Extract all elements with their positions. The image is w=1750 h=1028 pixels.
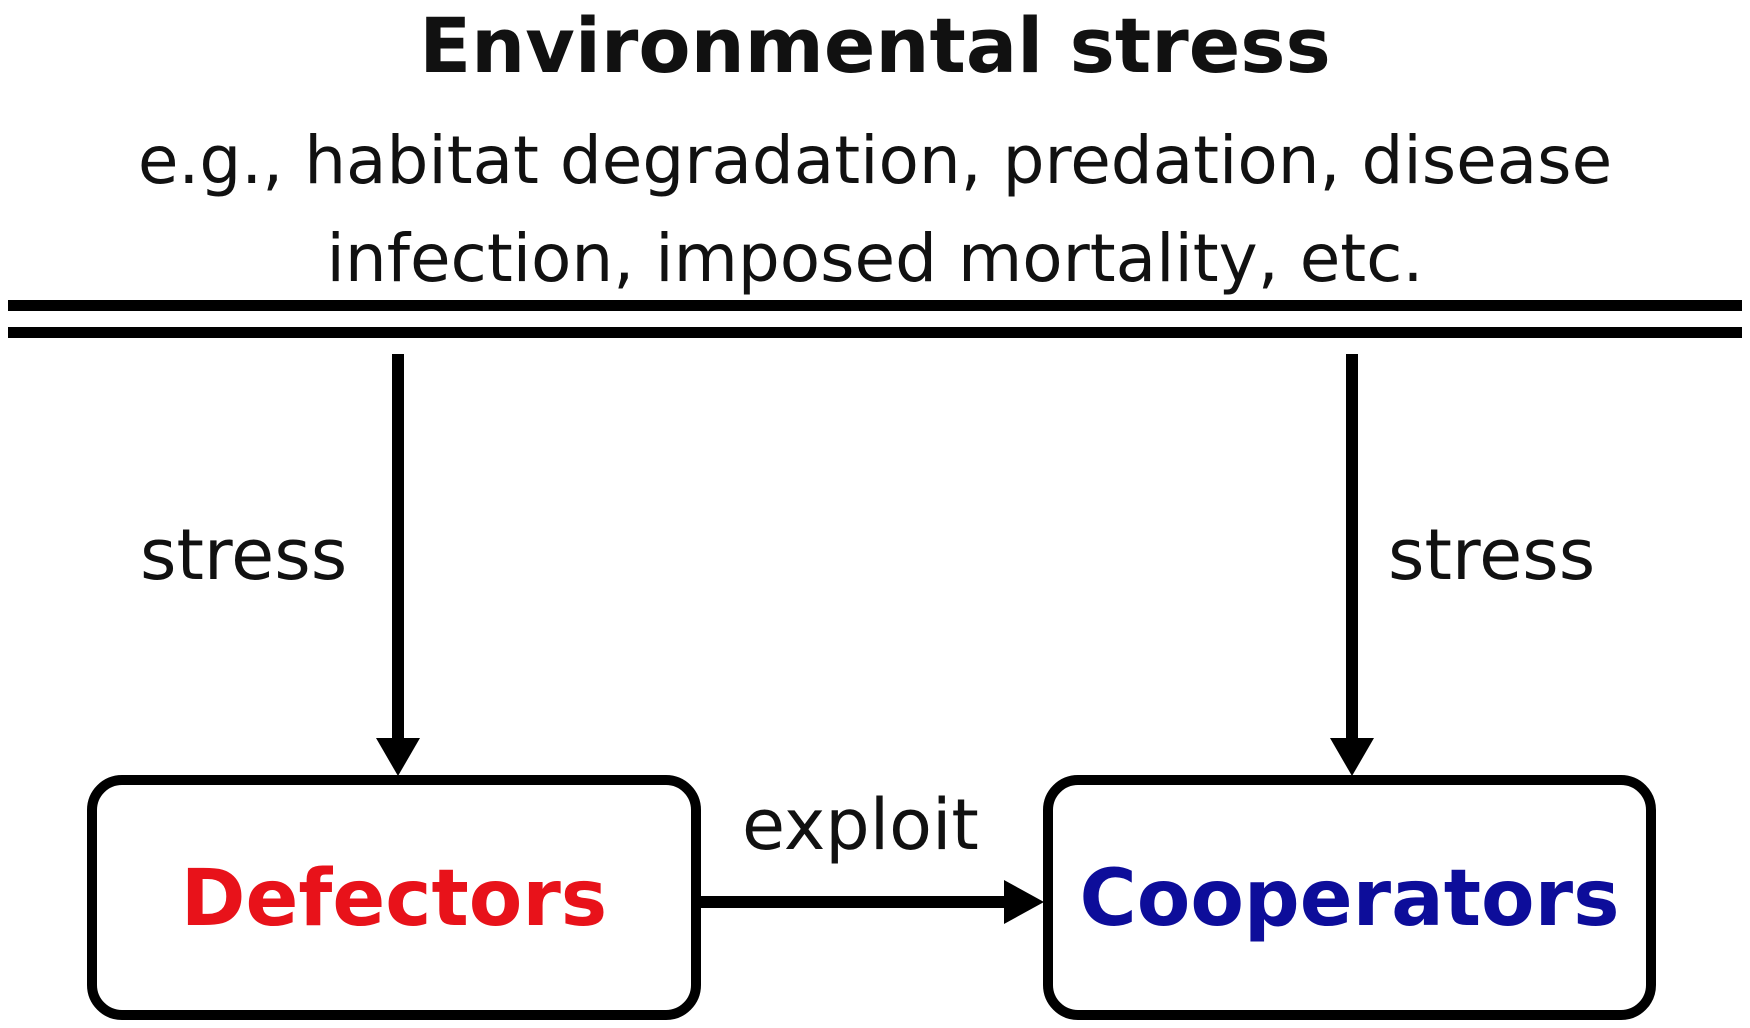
cooperators-box (1043, 775, 1656, 1020)
defectors-label: Defectors (180, 854, 608, 944)
separator-line-bottom (8, 327, 1742, 338)
diagram-subtitle: e.g., habitat degradation, predation, di… (0, 112, 1750, 308)
subtitle-line-1: e.g., habitat degradation, predation, di… (137, 122, 1613, 199)
defectors-box (87, 775, 701, 1020)
stress-arrow-left-head (376, 738, 420, 776)
exploit-arrow-head (1004, 880, 1044, 924)
stress-label-left: stress (140, 514, 348, 596)
separator-line-top (8, 300, 1742, 311)
diagram-title: Environmental stress (419, 1, 1331, 90)
stress-arrow-right-head (1330, 738, 1374, 776)
stress-label-right: stress (1388, 514, 1596, 596)
exploit-label: exploit (742, 784, 979, 866)
subtitle-line-2: infection, imposed mortality, etc. (326, 220, 1424, 297)
cooperators-label: Cooperators (1079, 854, 1620, 944)
